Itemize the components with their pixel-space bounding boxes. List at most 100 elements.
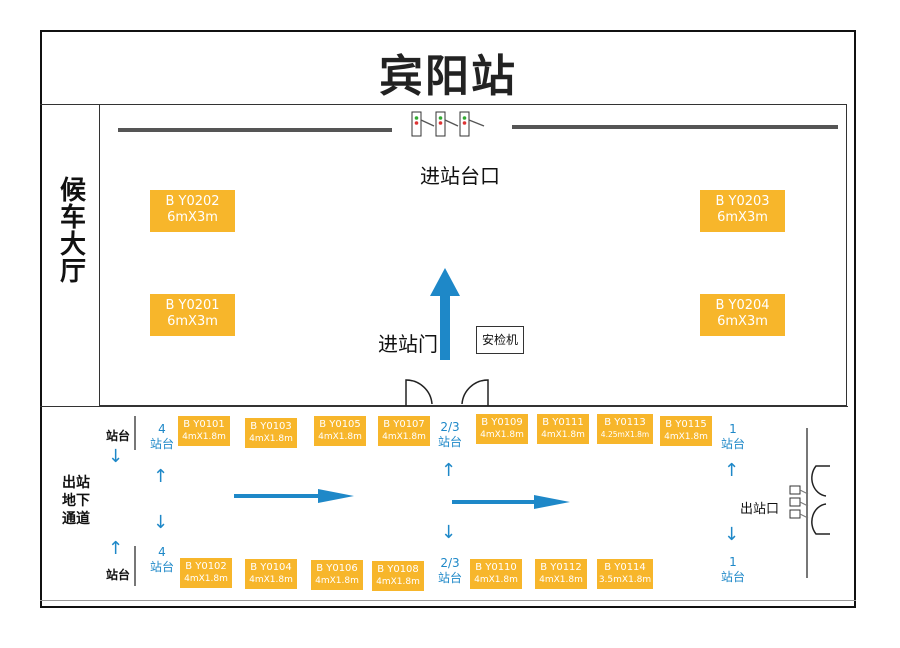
down-arrow-icon: ↓: [108, 446, 124, 467]
ad-code: B Y0201: [165, 298, 220, 313]
right-arrow-icon: [234, 489, 354, 503]
platform-wall-right: [512, 125, 838, 129]
ad-code: B Y0103: [250, 421, 292, 432]
hall-ad-board: B Y0203 6mX3m: [700, 190, 785, 232]
down-arrow-icon: ↓: [153, 512, 169, 533]
exit-gate-icon: [789, 465, 830, 535]
platform-ad-board: B Y0114 3.5mX1.8m: [597, 559, 653, 589]
platform-ad-board: B Y0107 4mX1.8m: [378, 416, 430, 446]
ad-code: B Y0203: [715, 194, 770, 209]
platform-wall-left: [118, 128, 392, 132]
platform-label: 站台: [149, 437, 174, 451]
ad-size: 3.5mX1.8m: [598, 575, 652, 585]
platform-passage-area: [40, 406, 848, 602]
platform-ad-board: B Y0102 4mX1.8m: [180, 558, 232, 588]
hall-ad-board: B Y0202 6mX3m: [150, 190, 235, 232]
exit-label: 出站口: [740, 502, 780, 517]
ad-code: B Y0102: [185, 561, 227, 572]
platform-label: 站台: [149, 560, 174, 574]
ad-code: B Y0111: [542, 417, 584, 428]
ad-size: 4mX1.8m: [318, 432, 362, 442]
ad-code: B Y0109: [481, 417, 523, 428]
platform-number: 1: [729, 422, 737, 436]
ad-size: 6mX3m: [717, 210, 768, 225]
ad-size: 4mX1.8m: [315, 576, 359, 586]
right-arrow-icon: [452, 495, 570, 509]
platform-number: 1: [729, 555, 737, 569]
station-title: 宾阳站: [379, 51, 517, 102]
ad-code: B Y0105: [319, 419, 361, 430]
down-arrow-icon: ↓: [724, 524, 740, 545]
ad-code: B Y0202: [165, 194, 220, 209]
platform-ad-board: B Y0112 4mX1.8m: [535, 559, 587, 589]
up-arrow-icon: [430, 268, 460, 360]
ad-size: 6mX3m: [717, 314, 768, 329]
platform-label: 站台: [720, 437, 745, 451]
entrance-platform-label: 进站台口: [420, 164, 500, 188]
ad-size: 4mX1.8m: [664, 432, 708, 442]
ad-code: B Y0112: [540, 562, 582, 573]
platform-ad-board: B Y0104 4mX1.8m: [245, 559, 297, 589]
ad-size: 6mX3m: [167, 314, 218, 329]
ticket-gates: [410, 110, 490, 140]
platform-label: 站台: [720, 570, 745, 584]
security-scanner: 安检机: [476, 326, 524, 354]
passage-divider: [40, 600, 856, 601]
ad-code: B Y0107: [383, 419, 425, 430]
platform-number: 2/3: [440, 420, 460, 434]
platform-ad-board: B Y0106 4mX1.8m: [311, 560, 363, 590]
platform-ad-board: B Y0101 4mX1.8m: [178, 416, 230, 446]
ad-code: B Y0113: [604, 417, 646, 428]
platform-edge-left-top: [134, 416, 136, 450]
door-icon: [405, 379, 489, 406]
up-arrow-icon: ↑: [441, 460, 457, 481]
up-arrow-icon: ↑: [108, 538, 124, 559]
ad-code: B Y0114: [604, 562, 646, 573]
exit-underpass-label: 出站地下通道: [62, 475, 90, 527]
platform-label: 站台: [105, 429, 130, 443]
waiting-hall: [99, 104, 847, 406]
ad-size: 4mX1.8m: [249, 575, 293, 585]
ad-code: B Y0106: [316, 563, 358, 574]
ad-code: B Y0101: [183, 419, 225, 430]
platform-ad-board: B Y0110 4mX1.8m: [470, 559, 522, 589]
platform-ad-board: B Y0103 4mX1.8m: [245, 418, 297, 448]
ad-size: 4.25mX1.8m: [600, 430, 650, 439]
ad-code: B Y0115: [665, 419, 707, 430]
platform-label: 站台: [105, 568, 130, 582]
up-arrow-icon: ↑: [153, 466, 169, 487]
platform-ad-board: B Y0105 4mX1.8m: [314, 416, 366, 446]
platform-label: 站台: [437, 571, 462, 585]
ad-size: 4mX1.8m: [382, 432, 426, 442]
hall-ad-board: B Y0204 6mX3m: [700, 294, 785, 336]
ad-size: 4mX1.8m: [184, 574, 228, 584]
platform-ad-board: B Y0109 4mX1.8m: [476, 414, 528, 444]
ad-size: 4mX1.8m: [474, 575, 518, 585]
ad-size: 4mX1.8m: [249, 434, 293, 444]
waiting-hall-label: 候车大厅: [59, 176, 86, 287]
platform-ad-board: B Y0108 4mX1.8m: [372, 561, 424, 591]
platform-edge-left-bottom: [134, 546, 136, 586]
ad-size: 4mX1.8m: [182, 432, 226, 442]
platform-ad-board: B Y0111 4mX1.8m: [537, 414, 589, 444]
ad-code: B Y0104: [250, 562, 292, 573]
map-frame: [40, 30, 856, 608]
ad-size: 4mX1.8m: [541, 430, 585, 440]
ad-size: 6mX3m: [167, 210, 218, 225]
ad-code: B Y0204: [715, 298, 770, 313]
entrance-gate-label: 进站门: [378, 332, 438, 356]
platform-number: 4: [158, 422, 166, 436]
platform-ad-board: B Y0113 4.25mX1.8m: [597, 414, 653, 444]
platform-number: 2/3: [440, 556, 460, 570]
ad-size: 4mX1.8m: [376, 577, 420, 587]
platform-edge-right: [806, 428, 808, 578]
up-arrow-icon: ↑: [724, 460, 740, 481]
hall-ad-board: B Y0201 6mX3m: [150, 294, 235, 336]
turnstile-icon: [411, 111, 485, 137]
ad-code: B Y0108: [377, 564, 419, 575]
platform-ad-board: B Y0115 4mX1.8m: [660, 416, 712, 446]
ad-size: 4mX1.8m: [539, 575, 583, 585]
platform-label: 站台: [437, 435, 462, 449]
ad-code: B Y0110: [475, 562, 517, 573]
down-arrow-icon: ↓: [441, 522, 457, 543]
